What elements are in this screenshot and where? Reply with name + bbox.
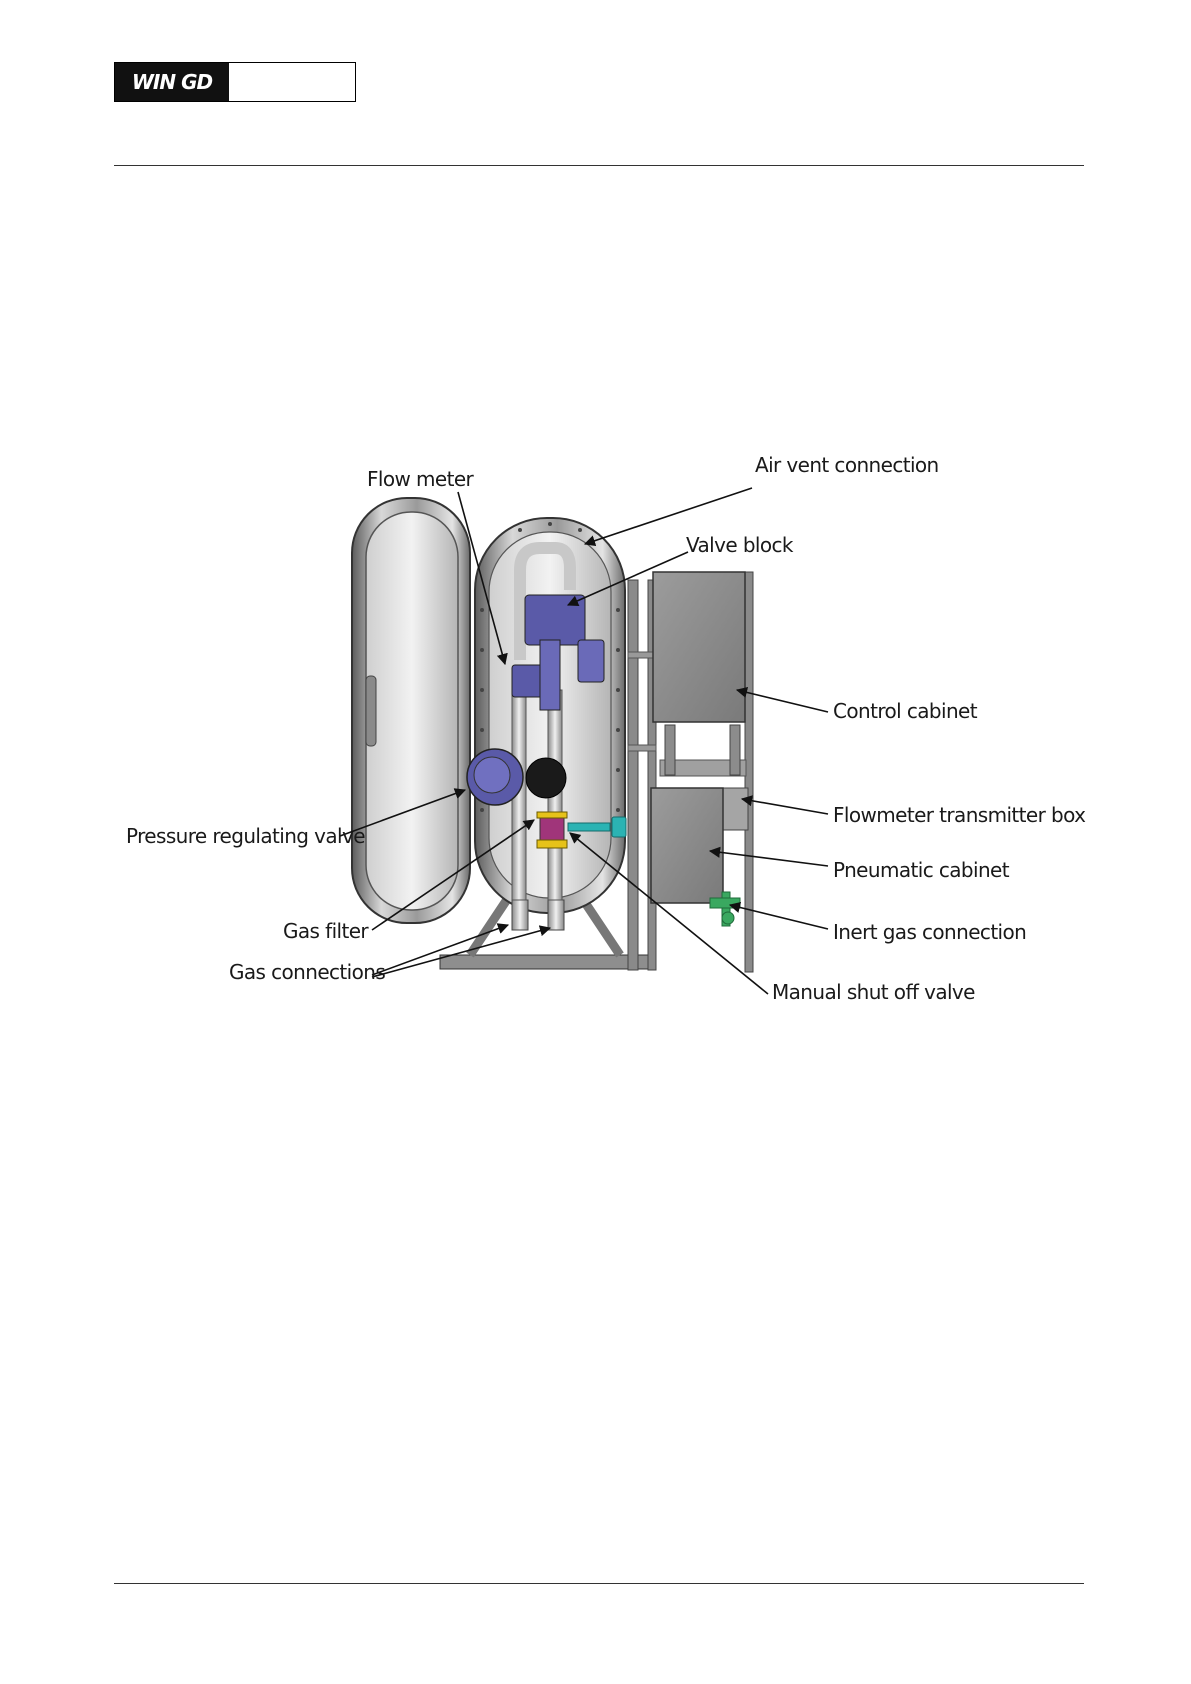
pneumatic-cabinet-shape [651, 788, 723, 903]
label-flow-meter: Flow meter [367, 467, 475, 491]
label-inert-gas-connection: Inert gas connection [833, 920, 1026, 944]
valve-block-shape [525, 595, 585, 645]
label-control-cabinet: Control cabinet [833, 699, 978, 723]
leader-flowmeter-transmitter [742, 799, 828, 814]
footer-rule [114, 1583, 1084, 1584]
leader-pneumatic-cabinet [710, 851, 828, 866]
open-door [352, 498, 470, 923]
label-gas-filter: Gas filter [283, 919, 369, 943]
label-pneumatic-cabinet: Pneumatic cabinet [833, 858, 1010, 882]
label-gas-connections: Gas connections [229, 960, 385, 984]
label-air-vent-connection: Air vent connection [755, 453, 939, 477]
leader-gas-connections-2 [372, 928, 550, 977]
label-valve-block: Valve block [686, 533, 794, 557]
control-cabinet-shape [653, 572, 745, 722]
label-flowmeter-transmitter-box: Flowmeter transmitter box [833, 803, 1086, 827]
label-manual-shut-off-valve: Manual shut off valve [772, 980, 975, 1004]
label-pressure-regulating-valve: Pressure regulating valve [126, 824, 365, 848]
